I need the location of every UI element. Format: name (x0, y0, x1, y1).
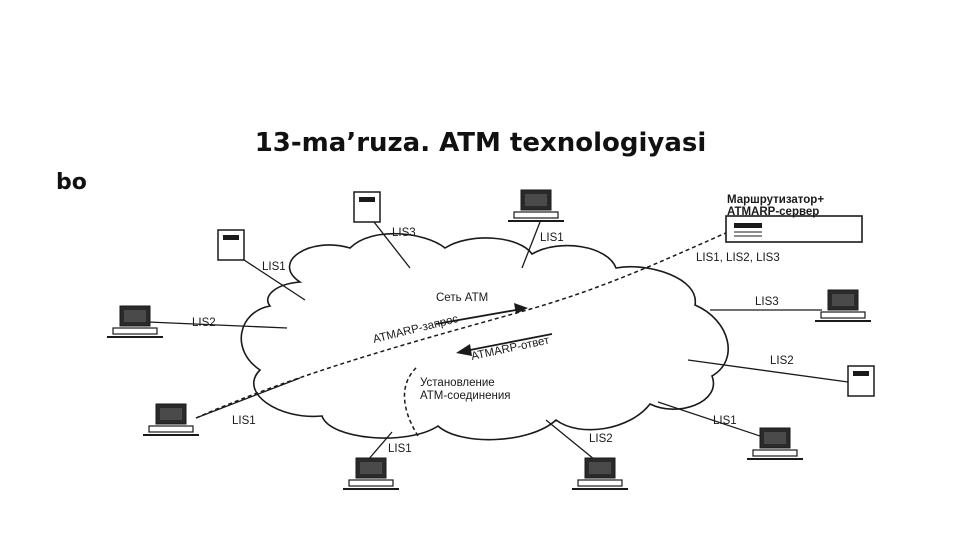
computer-icon (143, 403, 199, 436)
node-label: LIS1 (388, 443, 412, 455)
computer-icon (572, 457, 628, 490)
node-label: LIS2 (589, 433, 613, 445)
server-icon (353, 191, 381, 223)
node-label: LIS1 (262, 261, 286, 273)
router-label-line1: Маршрутизатор+ (727, 194, 824, 206)
computer-icon (107, 305, 163, 338)
router-lis-list: LIS1, LIS2, LIS3 (696, 252, 780, 264)
router-box (725, 215, 863, 243)
node-label: LIS1 (232, 415, 256, 427)
reply-label: ATMARP-ответ (470, 335, 551, 363)
connection-label-line1: Установление (420, 377, 495, 389)
computer-icon (747, 427, 803, 460)
server-icon (847, 365, 875, 397)
title-fragment: bo (56, 170, 87, 195)
node-label: LIS1 (540, 232, 564, 244)
computer-icon (343, 457, 399, 490)
computer-icon (815, 289, 871, 322)
slide-title: 13-ma’ruza. ATM texnologiyasi (254, 128, 707, 158)
heading-mask (96, 168, 246, 192)
connection-label-line2: АТМ-соединения (420, 390, 511, 402)
atmarp-dashed-paths (195, 231, 729, 437)
node-label: LIS3 (392, 227, 416, 239)
node-label: LIS3 (755, 296, 779, 308)
computer-icon (508, 189, 564, 222)
reply-arrow (456, 333, 553, 356)
node-label: LIS2 (770, 355, 794, 367)
server-icon (217, 229, 245, 261)
request-arrow (435, 303, 528, 325)
router-label-line2: ATMARP-сервер (727, 206, 819, 218)
connection-lines (147, 221, 849, 465)
node-label: LIS2 (192, 317, 216, 329)
node-label: LIS1 (713, 415, 737, 427)
network-label: Сеть ATM (436, 292, 488, 304)
